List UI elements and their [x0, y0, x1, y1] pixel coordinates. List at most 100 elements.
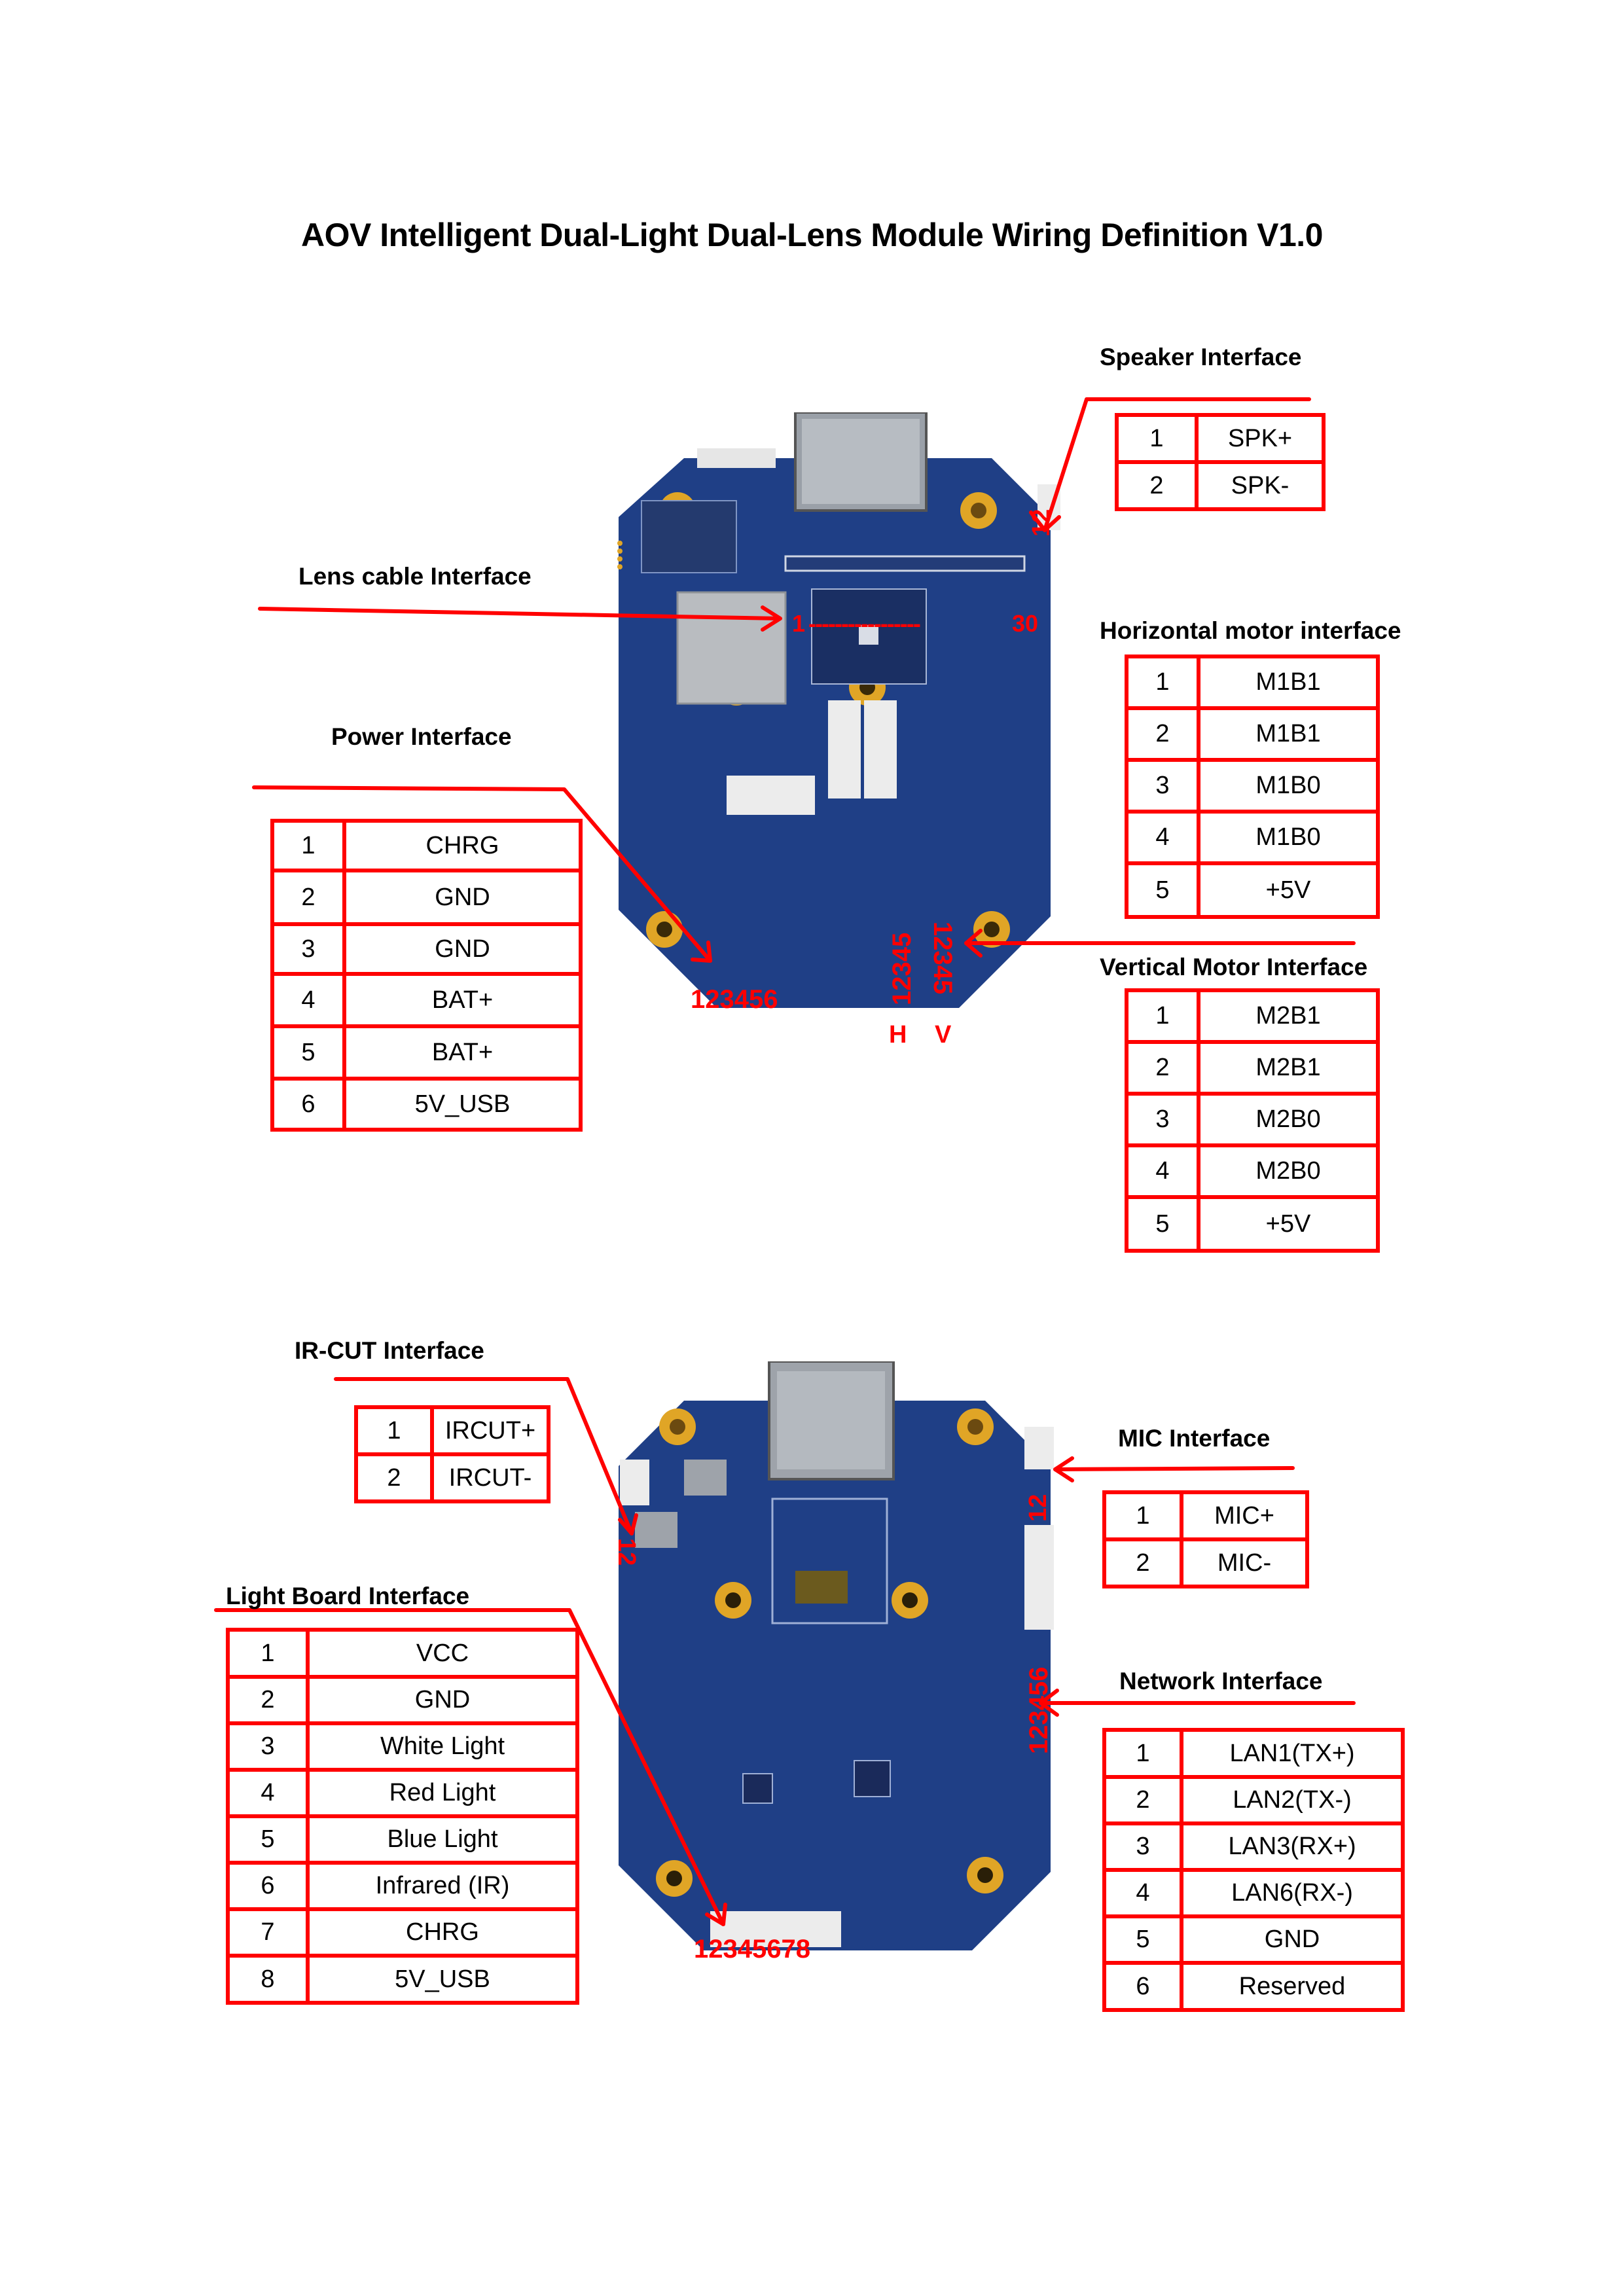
pin-signal: LAN1(TX+): [1180, 1728, 1405, 1779]
pin-number: 2: [1102, 1537, 1183, 1588]
pin-number: 7: [226, 1907, 310, 1958]
pin-signal: Infrared (IR): [306, 1861, 579, 1911]
pin-number: 2: [1125, 1040, 1200, 1096]
pin-number: 4: [226, 1768, 310, 1818]
speaker-interface-heading: Speaker Interface: [1100, 344, 1302, 370]
light-board-interface-heading: Light Board Interface: [226, 1583, 470, 1609]
light-board-connector-pin-label: 12345678: [694, 1935, 810, 1964]
pin-number: 1: [1125, 988, 1200, 1044]
pin-number: 4: [270, 972, 346, 1028]
lens-connector-pin-start: 1: [792, 610, 806, 637]
pin-number: 5: [226, 1814, 310, 1865]
pin-number: 1: [270, 819, 346, 872]
lens-connector-pin-end: 30: [1012, 610, 1039, 637]
pin-signal: LAN6(RX-): [1180, 1868, 1405, 1918]
mic-leader-arrow: [1053, 1456, 1295, 1482]
pin-number: 3: [226, 1721, 310, 1772]
pin-signal: GND: [1180, 1914, 1405, 1965]
pin-signal: LAN2(TX-): [1180, 1775, 1405, 1825]
pin-signal: Blue Light: [306, 1814, 579, 1865]
speaker-connector-pin-label: 12: [1028, 509, 1055, 537]
table-row: 1 SPK+: [1115, 413, 1326, 464]
pin-number: 5: [1102, 1914, 1183, 1965]
pin-signal: M2B0: [1197, 1092, 1380, 1147]
pin-signal: GND: [306, 1675, 579, 1725]
rear-pcb-board-image: [619, 1361, 1054, 1950]
pin-number: 5: [1125, 1195, 1200, 1253]
lens-cable-interface-heading: Lens cable Interface: [298, 563, 532, 590]
pin-signal: MIC+: [1180, 1490, 1309, 1541]
pin-signal: White Light: [306, 1721, 579, 1772]
pin-number: 3: [1125, 758, 1200, 814]
vertical-motor-interface-heading: Vertical Motor Interface: [1100, 954, 1368, 980]
pin-signal: M1B1: [1197, 655, 1380, 710]
horizontal-motor-interface-heading: Horizontal motor interface: [1100, 617, 1401, 644]
pin-signal: IRCUT-: [430, 1452, 550, 1503]
pin-signal: GND: [342, 869, 583, 926]
network-connector-pin-label: 123456: [1024, 1666, 1053, 1754]
pin-signal: Red Light: [306, 1768, 579, 1818]
table-row: 2 SPK-: [1115, 460, 1326, 511]
mic-interface-heading: MIC Interface: [1118, 1425, 1271, 1452]
h-motor-tag: H: [889, 1021, 907, 1049]
lens-connector-dashes: -----------------: [808, 610, 921, 637]
pin-number: 3: [1125, 1092, 1200, 1147]
pin-number: 2: [1115, 460, 1199, 511]
pin-number: 3: [1102, 1821, 1183, 1872]
pin-signal: M1B1: [1197, 706, 1380, 762]
mic-connector-pin-label: 12: [1024, 1494, 1052, 1522]
pin-signal: MIC-: [1180, 1537, 1309, 1588]
h-motor-connector-pin-label: 12345: [888, 932, 916, 1005]
pin-number: 8: [226, 1954, 310, 2005]
pin-number: 1: [354, 1405, 434, 1456]
front-pcb-board-image: [617, 412, 1060, 1008]
network-interface-heading: Network Interface: [1119, 1668, 1323, 1695]
pin-signal: +5V: [1197, 861, 1380, 919]
pin-number: 4: [1102, 1868, 1183, 1918]
pin-number: 3: [270, 922, 346, 976]
pin-number: 2: [226, 1675, 310, 1725]
pin-number: 5: [270, 1024, 346, 1081]
table-row: 5+5V: [1125, 1195, 1380, 1253]
ircut-interface-heading: IR-CUT Interface: [295, 1337, 484, 1364]
pin-signal: CHRG: [306, 1907, 579, 1958]
pin-number: 6: [226, 1861, 310, 1911]
pin-signal: M1B0: [1197, 810, 1380, 865]
pin-signal: LAN3(RX+): [1180, 1821, 1405, 1872]
pin-signal: M2B1: [1197, 1040, 1380, 1096]
power-connector-pin-label: 123456: [691, 985, 778, 1014]
pin-signal: M2B0: [1197, 1143, 1380, 1199]
pin-number: 2: [354, 1452, 434, 1503]
v-motor-tag: V: [935, 1021, 952, 1049]
pin-number: 1: [1102, 1490, 1183, 1541]
pin-signal: BAT+: [342, 1024, 583, 1081]
pin-number: 1: [1115, 413, 1199, 464]
pin-signal: VCC: [306, 1628, 579, 1679]
